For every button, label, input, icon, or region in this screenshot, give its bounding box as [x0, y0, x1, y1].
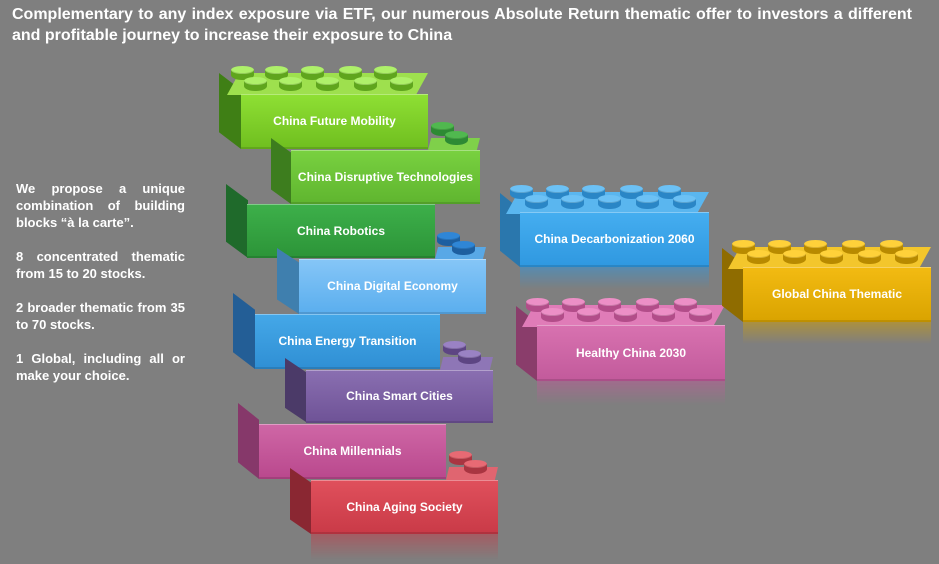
stud: [674, 298, 697, 312]
stud: [452, 241, 475, 255]
stud: [437, 232, 460, 246]
stud: [279, 77, 302, 91]
stud: [658, 185, 681, 199]
stud: [354, 77, 377, 91]
block-label: Global China Thematic: [771, 287, 903, 301]
stud: [804, 240, 827, 254]
stud: [244, 77, 267, 91]
stud: [747, 250, 770, 264]
block-label: Healthy China 2030: [575, 345, 687, 360]
stud: [541, 308, 564, 322]
stud: [231, 66, 254, 80]
stud: [598, 195, 621, 209]
block-disruptive-tech: China Disruptive Technologies: [291, 150, 480, 204]
stud: [458, 350, 481, 364]
stud: [510, 185, 533, 199]
stud: [895, 250, 918, 264]
block-digital-economy: China Digital Economy: [299, 259, 486, 314]
sidebar-paragraph-1: We propose a unique combination of build…: [16, 181, 185, 230]
block-label: China Energy Transition: [278, 334, 417, 348]
block-side-face: [277, 248, 299, 314]
block-robotics: China Robotics: [247, 204, 435, 258]
stud: [598, 298, 621, 312]
stud: [620, 185, 643, 199]
sidebar-paragraph-2: 8 concentrated thematic from 15 to 20 st…: [16, 249, 185, 281]
stud: [431, 122, 454, 136]
block-aging-society: China Aging Society: [311, 480, 498, 534]
block-healthy-china: Healthy China 2030: [537, 325, 725, 381]
stud: [374, 66, 397, 80]
block-label: China Robotics: [296, 223, 385, 238]
stud: [525, 195, 548, 209]
stud: [636, 298, 659, 312]
stud: [464, 460, 487, 474]
stud: [732, 240, 755, 254]
stud: [577, 308, 600, 322]
block-label: China Future Mobility: [273, 114, 396, 128]
block-side-face: [233, 293, 255, 369]
stud: [652, 308, 675, 322]
stud: [445, 131, 468, 145]
block-reflection: [311, 534, 498, 560]
sidebar-text: We propose a unique combination of build…: [16, 180, 185, 401]
block-label: China Aging Society: [346, 499, 463, 514]
block-side-face: [271, 138, 291, 204]
block-label: China Decarbonization 2060: [534, 232, 695, 246]
stud: [316, 77, 339, 91]
block-side-face: [285, 358, 306, 422]
stud: [842, 240, 865, 254]
block-energy-transition: China Energy Transition: [255, 314, 440, 369]
block-reflection: [520, 267, 709, 289]
stud: [673, 195, 696, 209]
stud: [561, 195, 584, 209]
block-label: China Smart Cities: [346, 389, 453, 403]
block-reflection: [537, 381, 725, 405]
stud: [820, 250, 843, 264]
block-future-mobility: China Future Mobility: [241, 94, 428, 149]
stud: [636, 195, 659, 209]
sidebar-paragraph-3: 2 broader thematic from 35 to 70 stocks.: [16, 300, 185, 332]
block-side-face: [290, 468, 311, 534]
block-smart-cities: China Smart Cities: [306, 370, 493, 423]
stud: [582, 185, 605, 199]
block-label: China Disruptive Technologies: [297, 169, 474, 184]
stud: [858, 250, 881, 264]
stud: [546, 185, 569, 199]
block-label: China Digital Economy: [327, 279, 458, 293]
block-millennials: China Millennials: [259, 424, 446, 479]
stud: [449, 451, 472, 465]
stud: [768, 240, 791, 254]
sidebar-paragraph-4: 1 Global, including all or make your cho…: [16, 351, 185, 383]
block-reflection: [743, 322, 931, 344]
stud: [689, 308, 712, 322]
stud: [390, 77, 413, 91]
stud: [443, 341, 466, 355]
block-label: China Millennials: [303, 444, 402, 458]
stud: [880, 240, 903, 254]
stud: [562, 298, 585, 312]
block-side-face: [226, 184, 248, 258]
block-decarbonization: China Decarbonization 2060: [520, 212, 709, 267]
stud: [526, 298, 549, 312]
block-global-thematic: Global China Thematic: [743, 267, 931, 322]
headline: Complementary to any index exposure via …: [12, 6, 912, 44]
stud: [614, 308, 637, 322]
stud: [301, 66, 324, 80]
stud: [265, 66, 288, 80]
stud: [783, 250, 806, 264]
stud: [339, 66, 362, 80]
block-side-face: [238, 403, 259, 479]
